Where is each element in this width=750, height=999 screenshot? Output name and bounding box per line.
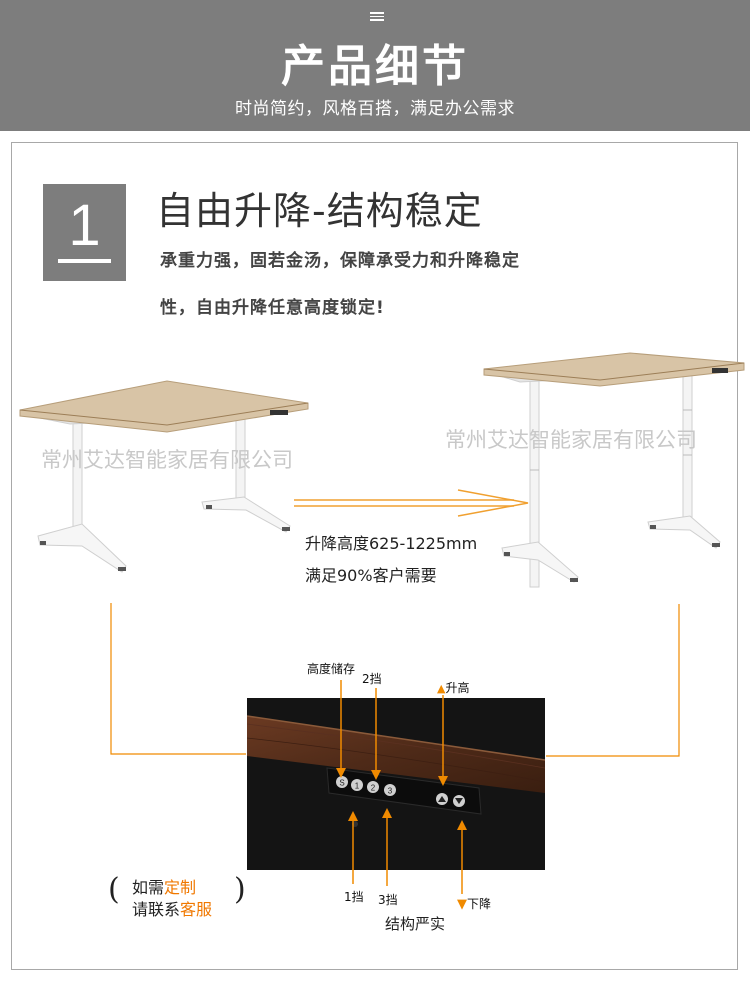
menu-icon[interactable]	[370, 12, 384, 23]
controller-caption: 结构严实	[385, 915, 446, 933]
triangle-down-icon: ▼	[457, 897, 467, 912]
spec-height-range: 升降高度625-1225mm	[305, 534, 478, 553]
triangle-up-icon: ▲	[437, 682, 446, 695]
label-down: ▼下降	[457, 897, 492, 912]
custom-order-note[interactable]: ( 如需定制 请联系客服 )	[108, 872, 246, 919]
section-description-line-2: 性，自由升降任意高度锁定!	[160, 298, 385, 318]
section-number-badge: 1	[43, 184, 126, 281]
content-frame	[11, 142, 738, 970]
controller-button-1: 1	[355, 782, 360, 791]
header-banner: 产品细节 时尚简约，风格百搭，满足办公需求	[0, 0, 750, 131]
page-title: 产品细节	[281, 41, 469, 92]
controller-button-S: S	[339, 779, 344, 788]
controller-button-3: 3	[388, 787, 393, 796]
section-title: 自由升降-结构稳定	[156, 189, 483, 233]
watermark-left: 常州艾达智能家居有限公司	[41, 448, 293, 472]
watermark-right: 常州艾达智能家居有限公司	[445, 428, 697, 452]
controller-photo-art: S 1 2 3	[247, 698, 545, 870]
customer-service-link[interactable]: 客服	[180, 900, 213, 919]
custom-line-2: 请联系客服	[132, 900, 213, 919]
section-number: 1	[68, 193, 101, 258]
label-gear-1: 1挡	[344, 890, 364, 904]
controller-photo: S 1 2 3	[247, 698, 545, 870]
section-description-line-1: 承重力强，固若金汤，保障承受力和升降稳定	[160, 251, 520, 271]
lift-arrow-icon	[294, 489, 529, 517]
spec-satisfaction: 满足90%客户需要	[305, 566, 437, 585]
label-gear-2: 2挡	[362, 672, 382, 686]
desk-high-icon	[483, 352, 745, 588]
custom-line-1: 如需定制	[132, 878, 197, 897]
controller-button-2: 2	[371, 784, 376, 793]
page-subtitle: 时尚简约，风格百搭，满足办公需求	[235, 99, 515, 119]
desk-low-icon	[19, 380, 309, 573]
controller-buttons: S 1 2 3	[336, 776, 465, 807]
label-gear-3: 3挡	[378, 893, 398, 907]
connector-lines	[110, 603, 680, 757]
label-up: ▲升高	[437, 681, 470, 695]
section-number-underline	[58, 259, 111, 263]
label-height-storage: 高度储存	[307, 662, 356, 676]
